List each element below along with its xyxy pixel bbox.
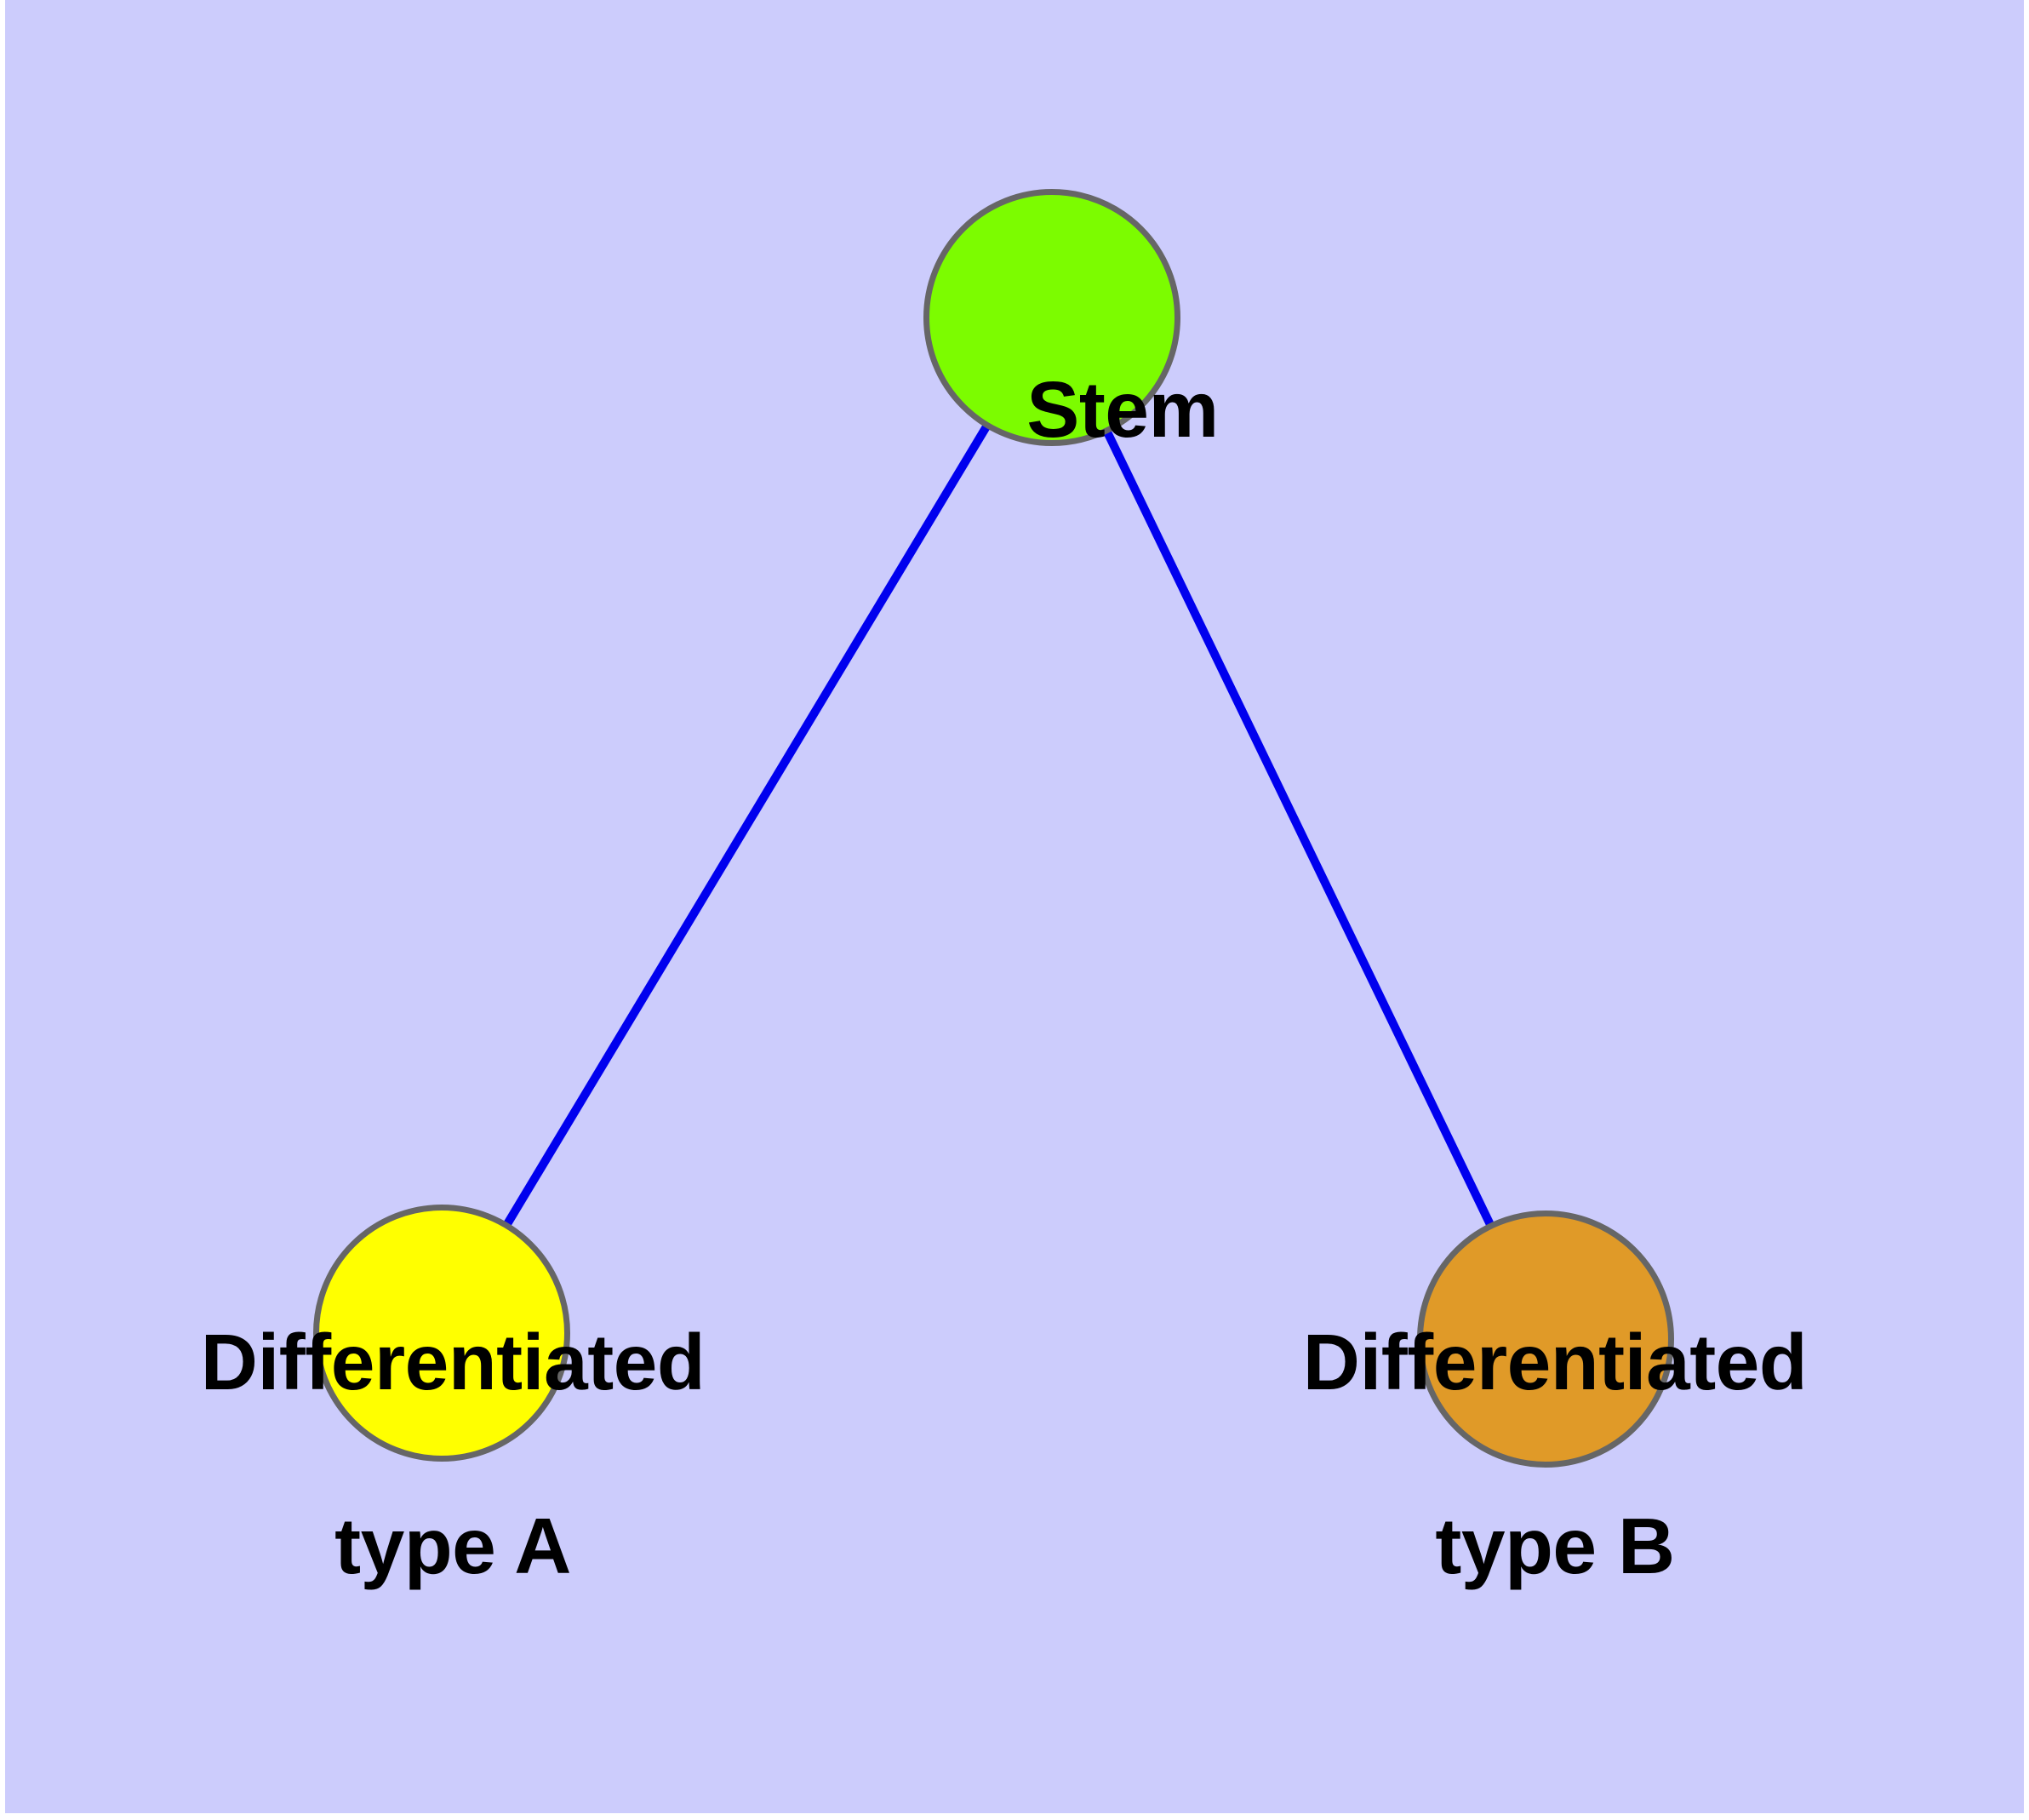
- edge-stem-to-differentiated-type-b[interactable]: [1048, 315, 1550, 1342]
- node-stem[interactable]: [923, 189, 1180, 446]
- node-differentiated-type-a[interactable]: [313, 1205, 570, 1462]
- edge-layer: [437, 315, 1550, 1342]
- diagram-surface: Stem Differentiated type A Differentiate…: [5, 0, 2024, 1813]
- edge-stem-to-differentiated-type-a[interactable]: [437, 315, 1056, 1336]
- node-differentiated-type-b[interactable]: [1417, 1210, 1674, 1468]
